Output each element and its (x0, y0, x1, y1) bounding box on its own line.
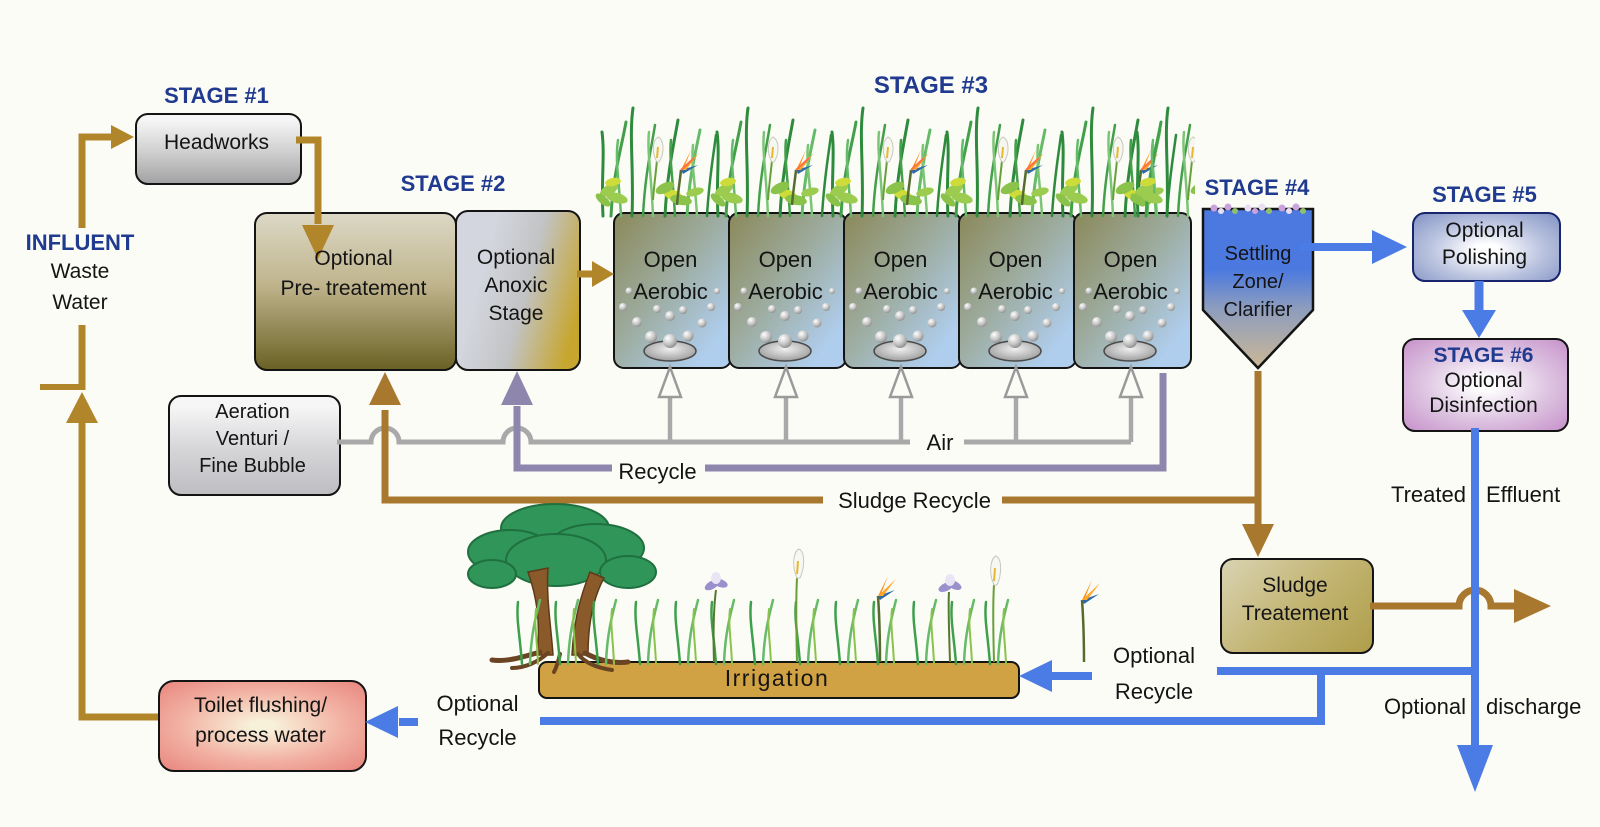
aerobic-tank-4 (958, 212, 1077, 369)
effluent-lines (365, 230, 1496, 792)
tank4-line1: Open (988, 247, 1043, 272)
headworks-box (135, 113, 302, 185)
tank3-line1: Open (873, 247, 928, 272)
pre-treatment-line1: Optional (314, 247, 393, 270)
grass-flowers (704, 548, 1100, 663)
influent-title: INFLUENT (25, 230, 135, 255)
toilet-line1: Toilet flushing/ (193, 694, 328, 717)
pre-treatment-line2: Pre- treatement (280, 277, 427, 300)
tank2-line1: Open (758, 247, 813, 272)
optional-recycle-left-line2: Recycle (438, 725, 517, 750)
tank2-line2: Aerobic (748, 279, 823, 304)
stage2-label: STAGE #2 (400, 171, 506, 196)
settling-line2: Zone/ (1232, 271, 1284, 293)
tank3-line2: Aerobic (863, 279, 938, 304)
sludge-recycle-line (369, 371, 1551, 623)
pre-treatment-box (254, 212, 457, 371)
sludge-recycle-label: Sludge Recycle (838, 488, 991, 513)
treated-effluent-word2: Effluent (1486, 482, 1561, 507)
sludge-treatment-box (1220, 558, 1374, 654)
tank5-line1: Open (1103, 247, 1158, 272)
polishing-box (1412, 212, 1561, 282)
stage1-label: STAGE #1 (164, 83, 269, 108)
anoxic-line1: Optional (476, 246, 556, 269)
influent-line2: Water (52, 291, 108, 314)
irrigation-tree (467, 503, 657, 674)
stage6-label: STAGE #6 (1433, 344, 1534, 367)
recycle-line (501, 371, 1167, 472)
influent-line1: Waste (50, 260, 110, 283)
settling-line1: Settling (1224, 243, 1292, 265)
tank5-line2: Aerobic (1093, 279, 1168, 304)
tank1-line2: Aerobic (633, 279, 708, 304)
tank-vegetation (595, 106, 1195, 218)
sludge-treatment-line2: Treatement (1241, 602, 1349, 625)
air-line (337, 363, 1144, 445)
headworks-label: Headworks (163, 131, 270, 154)
anoxic-line2: Anoxic (484, 274, 548, 297)
anoxic-line3: Stage (488, 302, 544, 325)
toilet-line2: process water (195, 724, 326, 747)
settling-flowers (1210, 203, 1306, 214)
optional-recycle-right-line2: Recycle (1114, 679, 1194, 704)
stage4-label: STAGE #4 (1204, 175, 1310, 200)
optional-discharge-word1: Optional (1384, 694, 1466, 719)
influent-flow-lines (40, 125, 614, 721)
aeration-line1: Aeration (215, 401, 290, 423)
recycle-label: Recycle (618, 459, 697, 484)
toilet-flushing-box (158, 680, 367, 772)
tank1-line1: Open (643, 247, 698, 272)
settling-zone-shape (1201, 203, 1315, 370)
irrigation-bar (538, 661, 1020, 699)
anoxic-stage-box (455, 210, 581, 371)
optional-recycle-right-line1: Optional (1113, 643, 1195, 668)
treated-effluent-word1: Treated (1390, 482, 1466, 507)
air-label: Air (926, 430, 954, 455)
tank4-line2: Aerobic (978, 279, 1053, 304)
irrigation-label: Irrigation (724, 665, 830, 691)
aeration-line3: Fine Bubble (199, 455, 306, 477)
air-arrowheads (657, 363, 1144, 399)
polishing-line1: Optional (1445, 219, 1524, 242)
stage3-label: STAGE #3 (873, 72, 989, 99)
stage5-label: STAGE #5 (1432, 182, 1537, 207)
optional-discharge-word2: discharge (1486, 694, 1582, 719)
polishing-line2: Polishing (1441, 246, 1528, 269)
settling-line3: Clarifier (1223, 299, 1293, 321)
disinfection-line2: Disinfection (1429, 394, 1538, 417)
optional-recycle-left-line1: Optional (436, 691, 519, 716)
disinfection-box (1402, 338, 1569, 432)
aeration-box (168, 395, 341, 496)
irrigation-grass (516, 548, 1100, 666)
sludge-treatment-line1: Sludge (1262, 574, 1328, 597)
aeration-line2: Venturi / (215, 428, 290, 450)
disinfection-line1: Optional (1444, 369, 1523, 392)
